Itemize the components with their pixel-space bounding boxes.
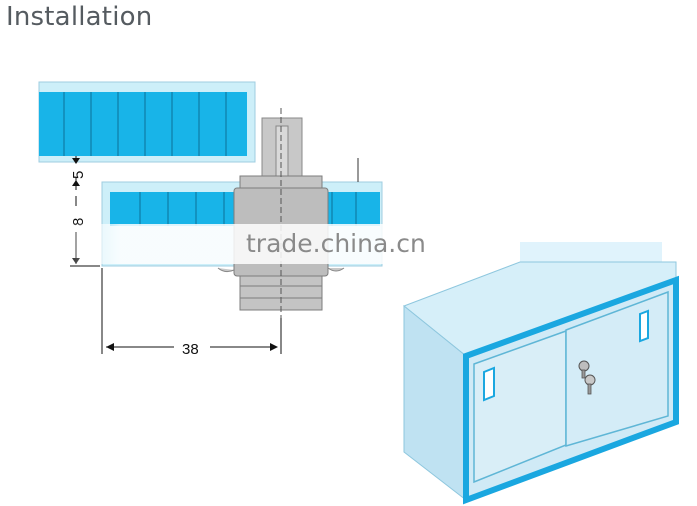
gap-dimension-label: 5 [70, 171, 87, 179]
watermark: trade.china.cn [60, 224, 460, 264]
page-title: Installation [6, 2, 153, 32]
dimension-offset: 38 [101, 268, 282, 358]
thickness-dimension-label: 8 [70, 218, 87, 226]
dimension-gap: 5 [70, 156, 87, 190]
watermark-text: trade.china.cn [246, 229, 426, 258]
cabinet-illustration [403, 242, 679, 505]
cabinet-lock-keys [578, 360, 596, 395]
offset-dimension-label: 38 [182, 341, 199, 358]
upper-glass-panel [38, 81, 256, 163]
